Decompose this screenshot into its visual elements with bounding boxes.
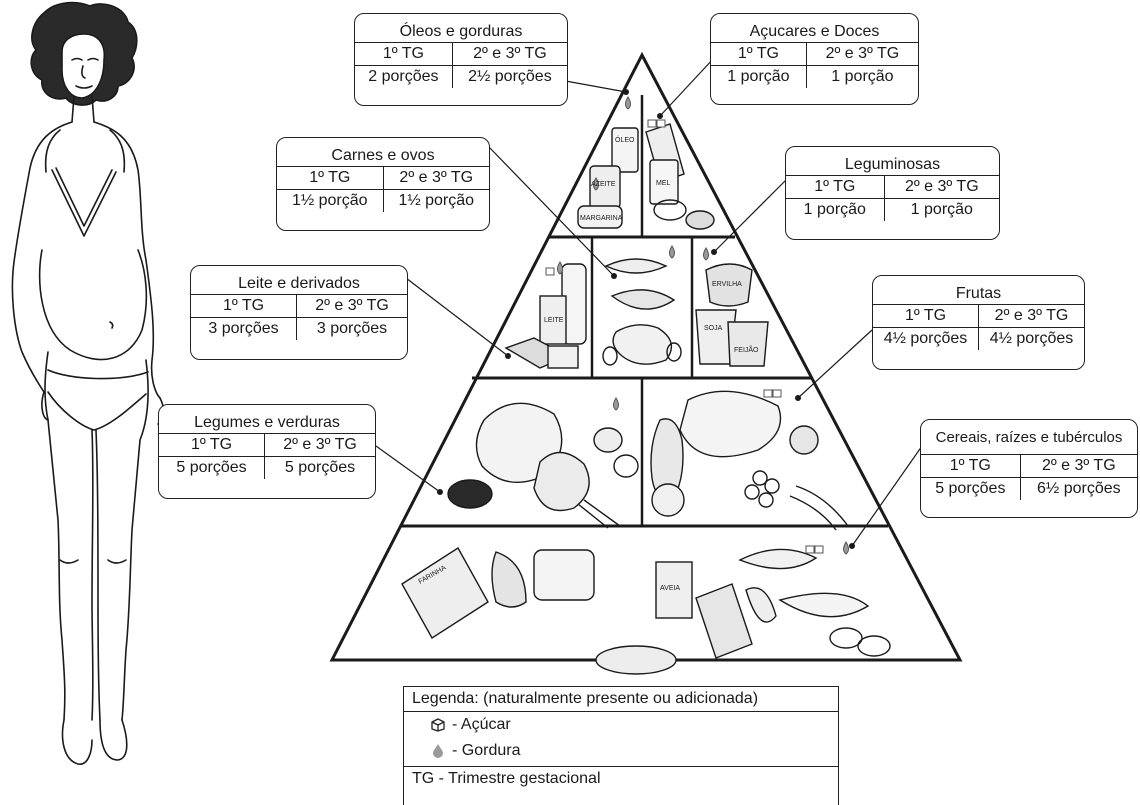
leader-lines — [375, 57, 923, 547]
value-first-trimester: 1½ porção — [277, 189, 383, 212]
box-title: Leite e derivados — [238, 275, 360, 292]
legend-fat-label: - Gordura — [452, 742, 521, 759]
legend-sugar-row: - Açúcar — [404, 712, 838, 738]
value-second-third-trimester: 2½ porções — [451, 65, 567, 88]
box-title: Leguminosas — [844, 156, 941, 173]
header-second-third-trimester: 2º e 3º TG — [451, 42, 567, 66]
value-second-third-trimester: 1 porção — [805, 65, 918, 88]
legend-sugar-label: - Açúcar — [452, 716, 511, 733]
fat-drop-icon — [613, 397, 619, 411]
box-title: Carnes e ovos — [331, 147, 435, 164]
ervilha-label: ERVILHA — [712, 281, 742, 288]
header-first-trimester: 1º TG — [921, 454, 1021, 478]
header-first-trimester: 1º TG — [159, 433, 265, 457]
header-second-third-trimester: 2º e 3º TG — [978, 304, 1084, 328]
fat-drop-icon — [625, 96, 631, 110]
box-title: Cereais, raízes e tubérculos — [935, 429, 1123, 446]
aveia-label: AVEIA — [660, 585, 680, 592]
torso-outline — [11, 121, 161, 399]
sugar-cube-icon — [805, 545, 815, 554]
value-second-third-trimester: 1 porção — [883, 198, 999, 221]
value-first-trimester: 1 porção — [786, 198, 885, 221]
azeite-label: AZEITE — [591, 181, 616, 188]
value-second-third-trimester: 1½ porção — [382, 189, 489, 212]
legend-fat-row: - Gordura — [404, 738, 838, 764]
value-second-third-trimester: 4½ porções — [978, 327, 1084, 350]
box-title: Frutas — [955, 285, 1002, 302]
header-second-third-trimester: 2º e 3º TG — [883, 175, 999, 199]
header-first-trimester: 1º TG — [786, 175, 885, 199]
sugar-cube-icon — [647, 119, 657, 128]
sugar-cube-icon — [545, 267, 555, 276]
feet — [61, 719, 128, 765]
oleo-label: ÓLEO — [615, 135, 635, 144]
value-first-trimester: 5 porções — [921, 477, 1021, 500]
value-first-trimester: 1 porção — [711, 65, 807, 88]
value-first-trimester: 4½ porções — [873, 327, 979, 350]
leite-label: LEITE — [544, 317, 564, 324]
tier-markers — [545, 96, 849, 555]
value-first-trimester: 2 porções — [355, 65, 453, 88]
sugar-cube-icon — [431, 718, 445, 732]
soja-label: SOJA — [704, 325, 723, 332]
box-title: Óleos e gorduras — [399, 23, 523, 40]
fat-drop-icon — [843, 541, 849, 555]
header-first-trimester: 1º TG — [711, 42, 807, 66]
feijao-label: FEIJÃO — [734, 345, 759, 354]
sugar-cube-icon — [763, 389, 773, 398]
box-title: Açucares e Doces — [749, 23, 880, 40]
header-second-third-trimester: 2º e 3º TG — [1019, 454, 1137, 478]
header-first-trimester: 1º TG — [873, 304, 979, 328]
legend-tg-definition: TG - Trimestre gestacional — [404, 766, 838, 791]
header-second-third-trimester: 2º e 3º TG — [805, 42, 918, 66]
value-first-trimester: 3 porções — [191, 317, 297, 340]
header-second-third-trimester: 2º e 3º TG — [264, 433, 375, 457]
header-second-third-trimester: 2º e 3º TG — [382, 166, 489, 190]
fat-drop-icon — [433, 744, 443, 758]
legend-title: Legenda: (naturalmente presente ou adici… — [404, 687, 838, 712]
header-first-trimester: 1º TG — [277, 166, 383, 190]
fat-drop-icon — [593, 177, 599, 191]
belly — [38, 249, 148, 361]
header-first-trimester: 1º TG — [355, 42, 453, 66]
header-first-trimester: 1º TG — [191, 294, 297, 318]
margarina-label: MARGARINA — [580, 215, 623, 222]
fat-drop-icon — [669, 245, 675, 259]
value-first-trimester: 5 porções — [159, 456, 265, 479]
legend: Legenda: (naturalmente presente ou adici… — [403, 686, 839, 805]
fat-drop-icon — [557, 261, 563, 275]
mel-label: MEL — [656, 180, 671, 187]
food-sketches — [401, 123, 891, 675]
header-second-third-trimester: 2º e 3º TG — [296, 294, 407, 318]
value-second-third-trimester: 6½ porções — [1019, 477, 1137, 500]
pregnant-woman-figure — [11, 1, 165, 765]
box-title: Legumes e verduras — [194, 414, 340, 431]
fat-drop-icon — [703, 247, 709, 261]
value-second-third-trimester: 5 porções — [264, 456, 375, 479]
value-second-third-trimester: 3 porções — [296, 317, 407, 340]
